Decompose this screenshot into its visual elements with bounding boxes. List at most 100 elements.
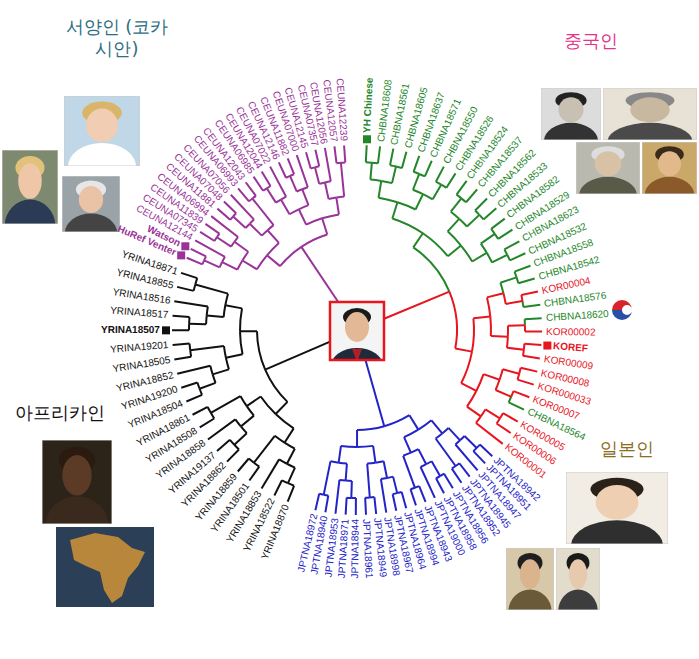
leaf-label: JPTNA18971 <box>336 518 352 578</box>
tree-branch <box>237 260 242 269</box>
tree-branch <box>472 253 487 262</box>
tree-branch <box>487 293 503 297</box>
tree-branch <box>521 292 538 296</box>
tree-branch <box>381 181 392 183</box>
tree-branch <box>390 149 393 166</box>
leaf-marker <box>177 251 185 259</box>
group-label: 일본인 <box>592 438 662 460</box>
tree-branch <box>280 247 301 266</box>
tree-branch <box>500 369 503 379</box>
tree-branch <box>181 383 197 388</box>
tree-branch <box>173 344 190 345</box>
tree-branch <box>226 358 229 370</box>
tree-branch <box>414 156 420 172</box>
tree-branch <box>436 438 456 466</box>
tree-branch <box>515 266 531 272</box>
tree-branch <box>208 419 235 439</box>
africa-map <box>56 527 154 607</box>
tree-branch <box>504 241 519 249</box>
tree-branch <box>301 247 341 307</box>
tree-branch <box>189 323 206 326</box>
tree-branch <box>364 498 367 515</box>
tree-branch <box>491 219 505 229</box>
tree-branch <box>249 467 259 481</box>
tree-branch <box>455 348 472 351</box>
tree-branch <box>459 219 467 227</box>
tree-branch <box>234 242 248 252</box>
tree-branch <box>421 467 435 498</box>
tree-branch <box>315 150 319 167</box>
tree-branch <box>418 420 431 429</box>
tree-branch <box>503 413 518 421</box>
tree-branch <box>288 468 295 483</box>
tree-branch <box>509 402 524 409</box>
tree-branch <box>267 188 276 202</box>
tree-branch <box>204 260 219 267</box>
tree-branch <box>416 194 423 209</box>
tree-branch <box>173 316 190 317</box>
tree-branch <box>500 277 516 282</box>
tree-branch <box>329 198 337 199</box>
tree-branch <box>357 446 373 447</box>
tree-branch <box>335 480 339 514</box>
tree-branch <box>393 477 397 494</box>
tree-branch <box>325 182 329 199</box>
tree-branch <box>375 461 383 462</box>
tree-branch <box>518 380 534 385</box>
tree-branch <box>373 446 375 463</box>
tree-branch <box>475 198 487 210</box>
tree-branch <box>250 224 262 236</box>
tree-branch <box>268 225 274 230</box>
tree-branch <box>489 317 492 336</box>
tree-branch <box>461 383 476 391</box>
tree-branch <box>262 171 271 186</box>
tree-branch <box>213 374 216 382</box>
tree-branch <box>306 218 322 224</box>
tree-branch <box>267 255 280 266</box>
tree-branch <box>451 212 459 219</box>
tree-branch <box>423 233 448 256</box>
tree-branch <box>240 308 242 331</box>
tree-branch <box>367 464 370 498</box>
tree-branch <box>370 163 372 180</box>
tree-branch <box>404 430 418 437</box>
tree-branch <box>241 416 254 427</box>
tree-branch <box>476 374 483 391</box>
tree-branch <box>473 451 485 463</box>
tree-branch <box>436 478 444 493</box>
tree-branch <box>496 390 512 397</box>
tree-branch <box>287 464 295 468</box>
tree-branch <box>262 230 268 235</box>
tree-branch <box>193 407 208 415</box>
tree-branch <box>339 462 347 465</box>
tree-branch <box>306 152 311 168</box>
tree-branch <box>384 461 387 478</box>
tree-branch <box>392 218 423 233</box>
tree-branch <box>500 283 503 294</box>
tree-branch <box>431 420 442 433</box>
tree-branch <box>288 486 294 502</box>
tree-branch <box>261 396 276 414</box>
portrait-photo <box>42 440 112 524</box>
tree-branch <box>356 430 358 447</box>
tree-branch <box>432 461 440 476</box>
center-photo <box>330 302 384 384</box>
leaf-marker <box>363 135 371 143</box>
tree-branch <box>207 315 224 317</box>
tree-branch <box>508 324 525 326</box>
tree-branch <box>525 318 542 319</box>
tree-branch <box>336 198 339 215</box>
tree-branch <box>413 233 423 247</box>
tree-branch <box>302 189 308 205</box>
tree-branch <box>210 366 212 375</box>
tree-branch <box>301 235 327 247</box>
portrait-photo <box>576 142 640 194</box>
tree-branch <box>268 230 279 243</box>
tree-branch <box>279 162 286 177</box>
tree-branch <box>523 356 540 359</box>
tree-branch <box>257 255 267 269</box>
tree-branch <box>289 209 298 214</box>
tree-branch <box>485 409 499 418</box>
tree-branch <box>238 188 249 201</box>
tree-branch <box>473 317 490 319</box>
